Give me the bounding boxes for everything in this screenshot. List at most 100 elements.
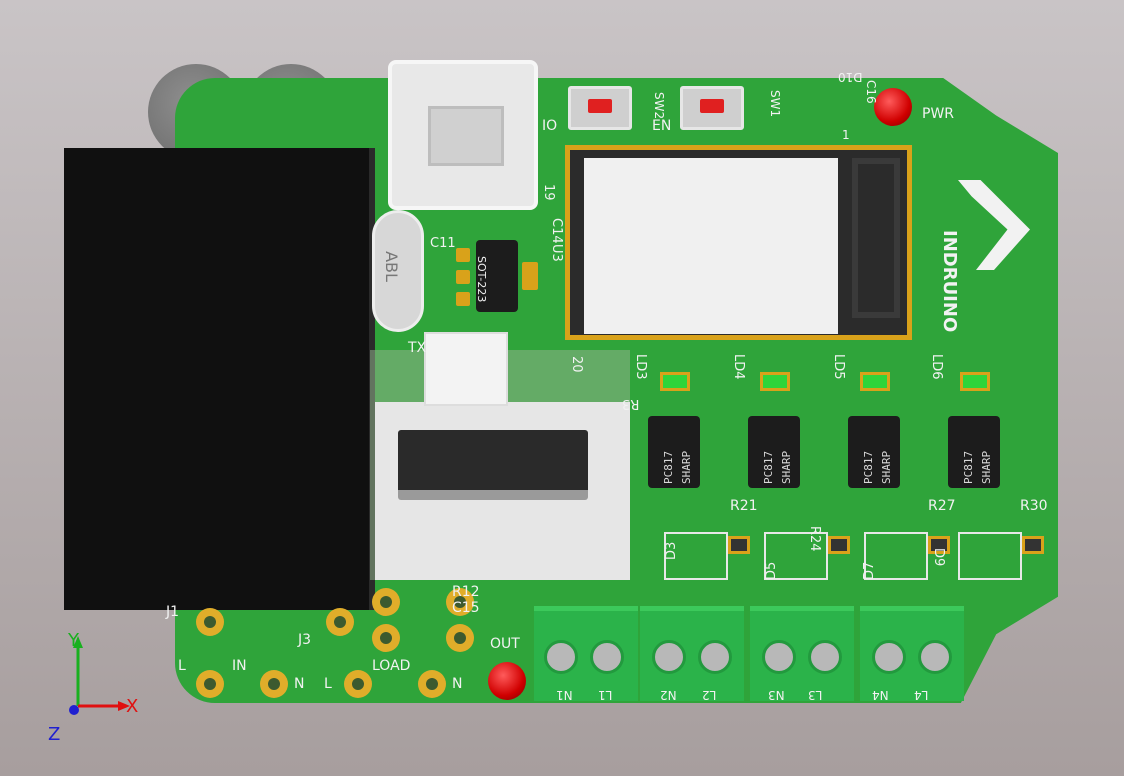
bridge-d5 [764, 532, 828, 580]
brand-name: INDRUINO [939, 230, 960, 333]
r21-res [728, 536, 750, 554]
tx-label: TX [408, 340, 427, 356]
label-ld4: LD4 [731, 354, 746, 380]
label-r27: R27 [928, 498, 956, 514]
usb-connector [388, 60, 538, 210]
label-ld5: LD5 [831, 354, 846, 380]
label-sw1: SW1 [768, 90, 782, 118]
label-r12: R12 [452, 584, 480, 600]
screw-3[interactable] [652, 640, 686, 674]
ld5-led [860, 372, 890, 391]
bridge-d3 [664, 532, 728, 580]
regulator-label: SOT-223 [475, 256, 488, 303]
label-r21: R21 [730, 498, 758, 514]
screw-1[interactable] [544, 640, 578, 674]
axis-z-label: Z [48, 724, 61, 745]
label-l-in: L [178, 658, 186, 674]
label-pin19: 19 [541, 184, 556, 201]
opto-3-part: PC817 [862, 450, 875, 484]
label-t-l3: L3 [808, 688, 823, 702]
opto-3 [848, 416, 900, 488]
ld6-led [960, 372, 990, 391]
screw-6[interactable] [808, 640, 842, 674]
label-c15: C15 [452, 600, 480, 616]
opto-2 [748, 416, 800, 488]
tx-module [424, 332, 508, 406]
opto-3-maker: SHARP [880, 450, 893, 484]
io-button[interactable] [568, 86, 632, 130]
label-t-n4: N4 [872, 688, 889, 702]
screw-5[interactable] [762, 640, 796, 674]
label-d10: D10 [838, 70, 863, 84]
bridge-d7 [864, 532, 928, 580]
axis-gizmo [69, 636, 130, 715]
r27-res [928, 536, 950, 554]
regulator [476, 240, 518, 312]
relay-block [64, 148, 369, 610]
opto-1 [648, 416, 700, 488]
label-ld3: LD3 [633, 354, 648, 380]
label-d7: D7 [862, 561, 877, 580]
label-sw2: SW2 [652, 92, 666, 120]
hole-n-in [260, 670, 288, 698]
ld3-led [660, 372, 690, 391]
hole-r12-a [372, 588, 400, 616]
label-r3: R3 [622, 396, 640, 411]
reg-pad-2 [456, 270, 470, 284]
label-r30: R30 [1020, 498, 1048, 514]
r24-res [828, 536, 850, 554]
opto-2-maker: SHARP [780, 450, 793, 484]
label-d5: D5 [764, 561, 779, 580]
hole-c15-b [446, 624, 474, 652]
label-pin1: 1 [842, 128, 850, 142]
label-n-load: N [452, 676, 463, 692]
hole-n-load [418, 670, 446, 698]
label-t-n2: N2 [660, 688, 677, 702]
label-io: IO [542, 118, 558, 134]
label-t-l1: L1 [598, 688, 613, 702]
label-t-l2: L2 [702, 688, 717, 702]
triac [398, 430, 588, 500]
label-c11: C11 [430, 236, 456, 251]
ld4-led [760, 372, 790, 391]
en-button[interactable] [680, 86, 744, 130]
label-t-l4: L4 [914, 688, 929, 702]
label-t-n1: N1 [556, 688, 573, 702]
label-r24: R24 [807, 526, 822, 552]
r30-res [1022, 536, 1044, 554]
label-pwr: PWR [922, 106, 955, 122]
label-d9: D9 [931, 548, 946, 567]
hole-j1 [196, 608, 224, 636]
opto-4-part: PC817 [962, 450, 975, 484]
reg-pad-1 [456, 248, 470, 262]
out-led [488, 662, 526, 700]
label-ld6: LD6 [929, 354, 944, 380]
label-c16: C16 [864, 80, 878, 104]
screw-4[interactable] [698, 640, 732, 674]
label-en: EN [652, 118, 672, 134]
screw-7[interactable] [872, 640, 906, 674]
label-pin20: 20 [569, 356, 584, 373]
opto-4-maker: SHARP [980, 450, 993, 484]
antenna-trace [852, 158, 900, 318]
pwr-led [874, 88, 912, 126]
hole-c15-a [372, 624, 400, 652]
opto-2-part: PC817 [762, 450, 775, 484]
label-j3: J3 [298, 632, 312, 648]
label-n-in: N [294, 676, 305, 692]
label-d3: D3 [664, 541, 679, 560]
label-j1: J1 [166, 604, 180, 620]
label-l-load: L [324, 676, 332, 692]
hole-l-in [196, 670, 224, 698]
screw-2[interactable] [590, 640, 624, 674]
hole-r12-b [446, 588, 474, 616]
label-t-n3: N3 [768, 688, 785, 702]
screw-8[interactable] [918, 640, 952, 674]
label-in: IN [232, 658, 247, 674]
wifi-module [565, 145, 912, 340]
hole-l-load [344, 670, 372, 698]
crystal-label: ABL [381, 251, 401, 282]
reg-pad-3 [456, 292, 470, 306]
crystal [372, 210, 424, 332]
bridge-d9 [958, 532, 1022, 580]
